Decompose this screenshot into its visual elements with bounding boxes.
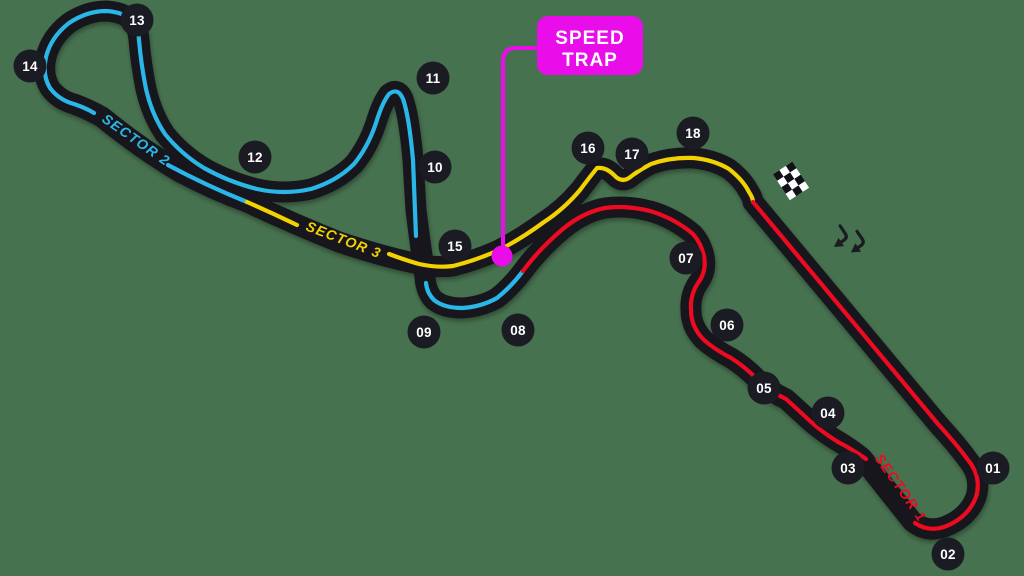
corner-marker-11: 11 <box>416 61 450 95</box>
svg-text:07: 07 <box>678 251 694 266</box>
svg-text:13: 13 <box>129 13 145 28</box>
svg-text:17: 17 <box>624 147 640 162</box>
track-direction-arrows-icon <box>833 224 865 253</box>
corner-marker-08: 08 <box>501 313 535 347</box>
corner-marker-17: 17 <box>615 137 649 171</box>
svg-text:06: 06 <box>719 318 735 333</box>
sector2-line-segment <box>42 8 419 239</box>
corner-marker-01: 01 <box>976 451 1010 485</box>
speed-trap: SPEED TRAP <box>491 16 643 267</box>
speed-trap-flag <box>537 16 643 75</box>
corner-marker-09: 09 <box>407 315 441 349</box>
corner-marker-15: 15 <box>438 229 472 263</box>
corner-marker-05: 05 <box>747 371 781 405</box>
sector2-line <box>42 8 526 311</box>
corner-marker-12: 12 <box>238 140 272 174</box>
svg-text:04: 04 <box>820 406 836 421</box>
svg-text:14: 14 <box>22 59 38 74</box>
svg-text:18: 18 <box>685 126 701 141</box>
corner-marker-13: 13 <box>120 3 154 37</box>
corner-marker-04: 04 <box>811 396 845 430</box>
checkered-flag-icon <box>772 161 810 201</box>
svg-text:16: 16 <box>580 141 596 156</box>
speed-trap-dot-icon <box>491 245 513 267</box>
svg-text:02: 02 <box>940 547 956 562</box>
corner-marker-16: 16 <box>571 131 605 165</box>
sector3-line <box>244 155 756 269</box>
sector3-line-segment <box>386 155 756 269</box>
svg-text:03: 03 <box>840 461 856 476</box>
svg-text:08: 08 <box>510 323 526 338</box>
corner-marker-06: 06 <box>710 308 744 342</box>
corner-marker-03: 03 <box>831 451 865 485</box>
speed-trap-connector <box>501 46 539 248</box>
sector1-line <box>520 199 980 531</box>
corner-marker-18: 18 <box>676 116 710 150</box>
speed-trap-label-line2: TRAP <box>562 50 618 71</box>
corner-marker-02: 02 <box>931 537 965 571</box>
svg-text:01: 01 <box>985 461 1001 476</box>
sector1-line-segment <box>750 199 980 531</box>
sector1-line-segment <box>520 204 869 462</box>
speed-trap-label-line1: SPEED <box>555 28 624 49</box>
corner-marker-14: 14 <box>13 49 47 83</box>
svg-text:10: 10 <box>427 160 443 175</box>
svg-text:11: 11 <box>426 71 441 86</box>
corner-markers: 01 02 03 04 05 06 07 08 <box>13 3 1010 571</box>
sector2-line-segment <box>423 268 526 311</box>
svg-text:05: 05 <box>756 381 772 396</box>
sector3-line-segment <box>244 199 300 228</box>
corner-marker-10: 10 <box>418 150 452 184</box>
svg-text:12: 12 <box>247 150 263 165</box>
corner-marker-07: 07 <box>669 241 703 275</box>
svg-text:15: 15 <box>447 239 463 254</box>
sector2-line-segment <box>165 162 250 205</box>
svg-text:09: 09 <box>416 325 432 340</box>
